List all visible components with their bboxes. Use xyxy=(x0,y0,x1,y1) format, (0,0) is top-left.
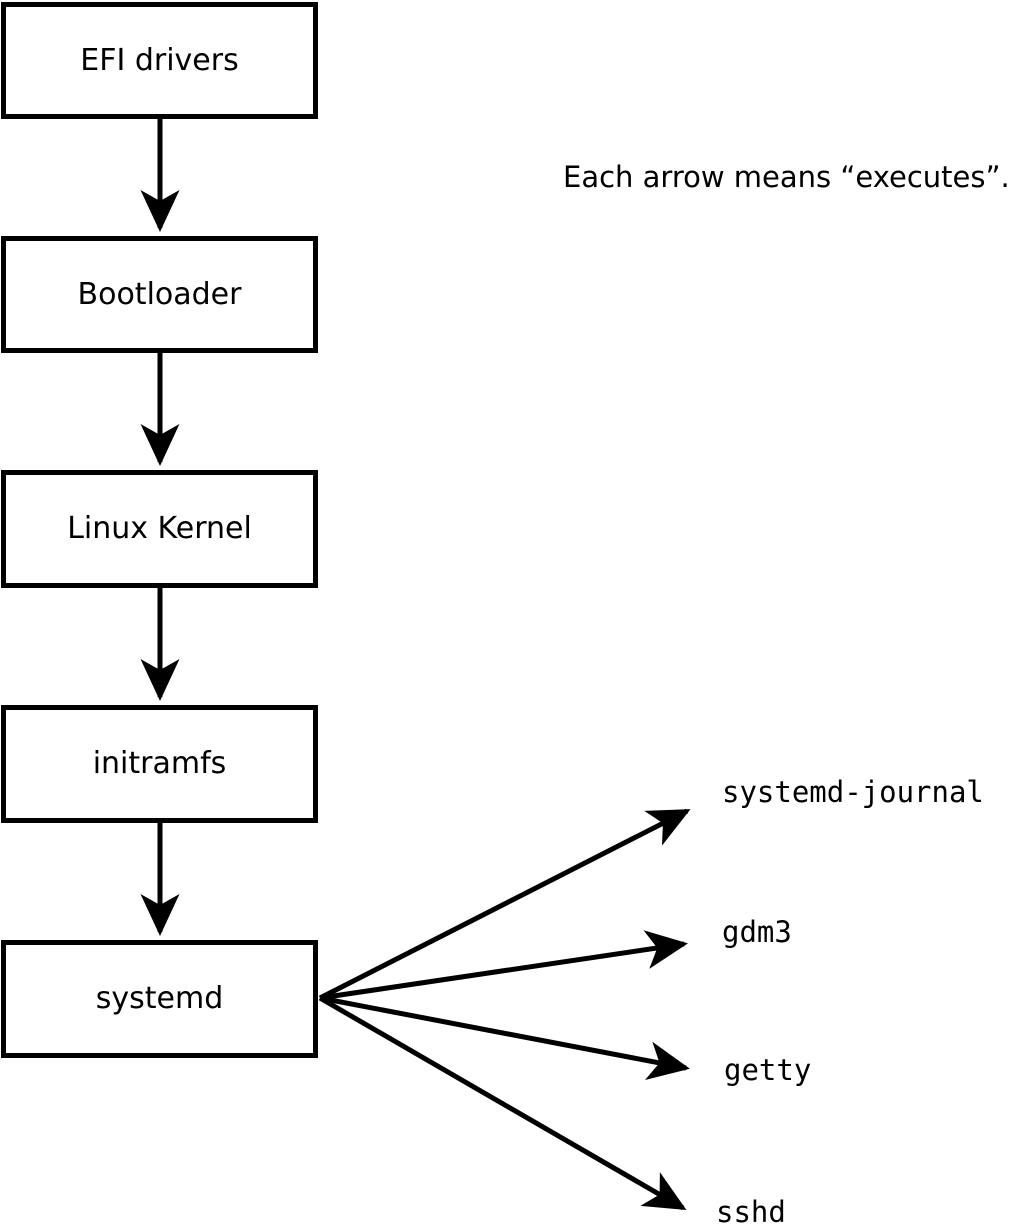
node-systemd[interactable]: systemd xyxy=(1,940,318,1058)
leaf-label-sshd: sshd xyxy=(716,1195,786,1229)
node-label-bootloader: Bootloader xyxy=(77,276,242,312)
leaf-label-systemd-journal: systemd-journal xyxy=(722,775,984,809)
node-bootloader[interactable]: Bootloader xyxy=(1,236,318,353)
node-linux-kernel[interactable]: Linux Kernel xyxy=(1,470,318,588)
node-efi-drivers[interactable]: EFI drivers xyxy=(1,2,318,119)
legend-caption: Each arrow means “executes”. xyxy=(563,160,1010,194)
node-initramfs[interactable]: initramfs xyxy=(1,705,318,823)
fan-arrow-gdm3 xyxy=(319,930,688,1001)
node-label-efi-drivers: EFI drivers xyxy=(80,42,239,78)
node-label-initramfs: initramfs xyxy=(92,746,227,781)
leaf-label-gdm3: gdm3 xyxy=(722,915,792,949)
node-label-linux-kernel: Linux Kernel xyxy=(67,511,252,546)
node-label-systemd: systemd xyxy=(95,981,224,1016)
fan-arrow-getty xyxy=(319,995,690,1081)
fan-arrow-sshd xyxy=(318,995,687,1211)
fan-arrow-systemd-journal xyxy=(318,808,691,1001)
leaf-label-getty: getty xyxy=(724,1053,812,1087)
